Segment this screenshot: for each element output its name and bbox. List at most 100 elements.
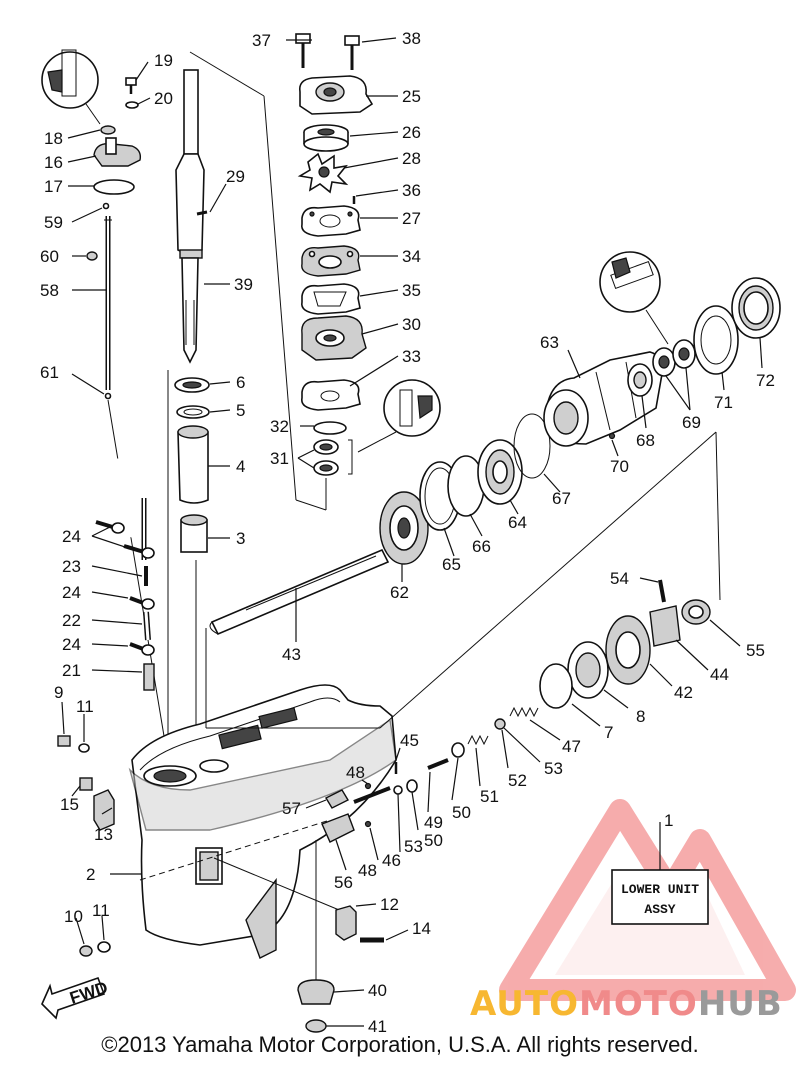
reverse-gear-group [321,579,711,843]
label-box-line1: LOWER UNIT [621,882,699,897]
callout-25: 25 [402,87,421,106]
callout-20: 20 [154,89,173,108]
housing-hardware [57,735,384,1033]
callout-22: 22 [62,611,81,630]
watermark-part2: MOTO [579,984,698,1024]
propeller-shaft-group [205,251,781,729]
callout-67: 67 [552,489,571,508]
callout-21: 21 [62,661,81,680]
callout-50-a: 50 [452,803,471,822]
callout-24-a: 24 [62,527,81,546]
lower-unit-assy-label: LOWER UNIT ASSY [611,869,709,925]
callout-9: 9 [54,683,63,702]
watermark-part3: HUB [698,984,783,1024]
lower-case-housing-icon [128,684,397,980]
callout-57: 57 [282,799,301,818]
callout-54: 54 [610,569,629,588]
callout-4: 4 [236,457,245,476]
callout-38: 38 [402,29,421,48]
callout-46: 46 [382,851,401,870]
bolt-37-icon [295,33,311,68]
callout-43: 43 [282,645,301,664]
shift-rod-group [41,49,169,761]
callout-17: 17 [44,177,63,196]
callout-1: 1 [664,811,673,830]
cartridge-insert-icon [303,124,349,152]
callout-55: 55 [746,641,765,660]
callout-48-a: 48 [346,763,365,782]
callout-42: 42 [674,683,693,702]
callout-37: 37 [252,31,271,50]
callout-35: 35 [402,281,421,300]
callout-33: 33 [402,347,421,366]
callout-56: 56 [334,873,353,892]
callout-34: 34 [402,247,421,266]
callout-64: 64 [508,513,527,532]
callout-6: 6 [236,373,245,392]
callout-59: 59 [44,213,63,232]
callout-12: 12 [380,895,399,914]
callout-15: 15 [60,795,79,814]
watermark-part1: AUTO [470,984,579,1024]
callout-70: 70 [610,457,629,476]
callout-69: 69 [682,413,701,432]
drive-shaft-group [167,51,327,752]
callout-28: 28 [402,149,421,168]
callout-48-b: 48 [358,861,377,880]
callout-16: 16 [44,153,63,172]
watermark-text: AUTOMOTOHUB [470,984,783,1024]
callout-31: 31 [270,449,289,468]
callout-51: 51 [480,787,499,806]
callout-61: 61 [40,363,59,382]
gasket-33-icon [301,379,361,411]
callout-19: 19 [154,51,173,70]
leader-lines [61,37,763,1027]
callout-2: 2 [86,865,95,884]
fwd-label: FWD [67,978,110,1008]
callout-14: 14 [412,919,431,938]
callout-29: 29 [226,167,245,186]
oil-seals-31-icon [313,439,339,476]
callout-58: 58 [40,281,59,300]
callout-13: 13 [94,825,113,844]
impeller-icon [297,152,349,194]
callout-66: 66 [472,537,491,556]
fwd-arrow-icon: FWD [41,976,110,1020]
callout-72: 72 [756,371,775,390]
pump-case-icon [301,315,367,361]
label-box-line2: ASSY [644,902,675,917]
callout-53-b: 53 [404,837,423,856]
callout-23: 23 [62,557,81,576]
callout-53-a: 53 [544,759,563,778]
callout-68: 68 [636,431,655,450]
callout-52: 52 [508,771,527,790]
callout-18: 18 [44,129,63,148]
callout-5: 5 [236,401,245,420]
callout-40: 40 [368,981,387,1000]
callout-11-a: 11 [76,697,94,716]
callout-26: 26 [402,123,421,142]
water-pump-assembly [295,33,441,476]
callout-labels: 37 38 25 26 28 36 27 34 35 30 33 32 31 1… [40,29,775,1036]
callout-32: 32 [270,417,289,436]
seal-detail-inset [357,379,441,453]
callout-30: 30 [402,315,421,334]
callout-71: 71 [714,393,733,412]
callout-24-b: 24 [62,583,81,602]
outer-plate-icon [301,245,361,277]
callout-7: 7 [604,723,613,742]
callout-3: 3 [236,529,245,548]
gasket-35-icon [301,283,361,315]
callout-41: 41 [368,1017,387,1036]
pump-housing-icon [298,75,374,115]
callout-8: 8 [636,707,645,726]
callout-44: 44 [710,665,729,684]
forward-gear-icon [379,491,429,565]
callout-27: 27 [402,209,421,228]
callout-62: 62 [390,583,409,602]
o-ring-32-icon [313,421,347,435]
callout-47: 47 [562,737,581,756]
gasket-27-icon [301,205,361,237]
callout-36: 36 [402,181,421,200]
